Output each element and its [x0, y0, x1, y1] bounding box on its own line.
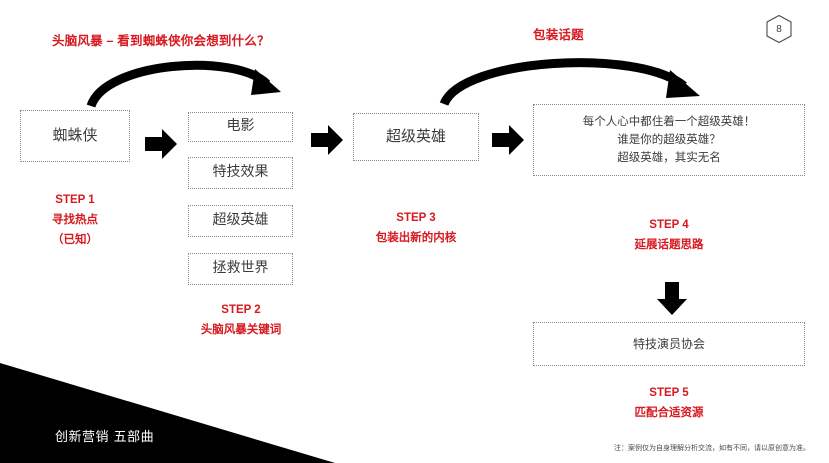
box-keyword-movie: 电影 [188, 112, 293, 142]
right-block-arrow-2-icon [311, 125, 343, 155]
page-number-badge: 8 [765, 14, 793, 44]
topic-line-2: 谁是你的超级英雄？ [617, 132, 721, 147]
step-5-desc-1: 匹配合适资源 [634, 407, 704, 420]
step-5-label: STEP 5 [649, 387, 689, 399]
footer-note: 注：案例仅为自身理解分析交流，如有不同，请以原创意为准。 [614, 444, 810, 452]
box-spiderman-label: 蜘蛛侠 [52, 126, 98, 145]
box-spiderman: 蜘蛛侠 [20, 110, 130, 162]
box-superhero-core-label: 超级英雄 [385, 127, 446, 146]
box-keyword-superhero: 超级英雄 [188, 205, 293, 237]
step-4-caption: STEP 4 延展话题思路 [590, 215, 748, 255]
box-superhero-core: 超级英雄 [353, 113, 479, 161]
box-topic-ideas-lines: 每个人心中都住着一个超级英雄！ 谁是你的超级英雄？ 超级英雄，其实无名 [583, 113, 756, 166]
step-2-caption: STEP 2 头脑风暴关键词 [175, 300, 307, 340]
curved-arrow-brainstorm-icon [86, 60, 281, 108]
box-topic-ideas: 每个人心中都住着一个超级英雄！ 谁是你的超级英雄？ 超级英雄，其实无名 [533, 104, 805, 176]
step-4-label: STEP 4 [649, 219, 689, 231]
heading-packaging: 包装话题 [533, 28, 584, 42]
step-3-label: STEP 3 [396, 212, 436, 224]
right-block-arrow-3-icon [492, 125, 524, 155]
heading-brainstorm: 头脑风暴 – 看到蜘蛛侠你会想到什么？ [52, 34, 270, 48]
box-keyword-stunts-label: 特技效果 [212, 164, 269, 181]
right-block-arrow-1-icon [145, 129, 177, 159]
topic-line-3: 超级英雄，其实无名 [617, 149, 721, 164]
step-1-desc-2: （已知） [52, 234, 98, 247]
box-keyword-savetheworld-label: 拯救世界 [212, 260, 269, 277]
step-2-label: STEP 2 [221, 304, 261, 316]
page-number-label: 8 [776, 23, 782, 35]
footer-triangle-shape [0, 363, 335, 463]
step-4-desc-1: 延展话题思路 [634, 239, 704, 252]
box-keyword-superhero-label: 超级英雄 [212, 212, 269, 229]
topic-line-1: 每个人心中都住着一个超级英雄！ [582, 114, 756, 129]
curved-arrow-packaging-icon [439, 58, 700, 107]
footer-title: 创新营销 五部曲 [55, 430, 155, 445]
hexagon-badge-icon [766, 14, 792, 44]
step-1-caption: STEP 1 寻找热点 （已知） [20, 190, 130, 250]
step-1-label: STEP 1 [55, 194, 95, 206]
step-3-desc-1: 包装出新的内核 [375, 232, 457, 245]
step-5-caption: STEP 5 匹配合适资源 [590, 383, 748, 423]
step-1-desc-1: 寻找热点 [52, 214, 98, 227]
box-keyword-movie-label: 电影 [226, 118, 255, 135]
box-keyword-stunts: 特技效果 [188, 157, 293, 189]
box-stunt-association-label: 特技演员协会 [632, 336, 705, 351]
step-2-desc-1: 头脑风暴关键词 [200, 324, 282, 337]
box-keyword-savetheworld: 拯救世界 [188, 253, 293, 285]
box-stunt-association: 特技演员协会 [533, 322, 805, 366]
step-3-caption: STEP 3 包装出新的内核 [340, 208, 492, 248]
down-block-arrow-icon [657, 282, 687, 315]
